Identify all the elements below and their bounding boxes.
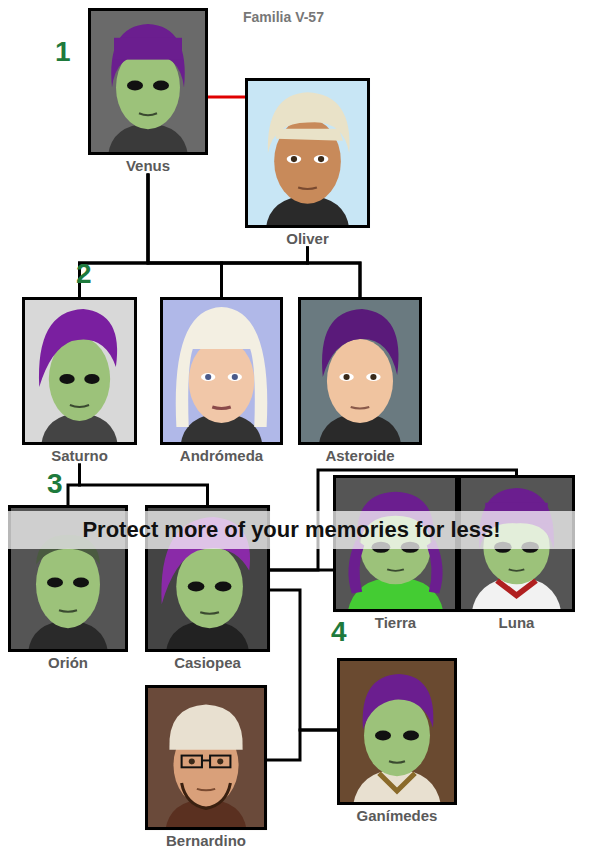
portrait-frame	[145, 685, 267, 830]
member-name: Ganímedes	[337, 807, 457, 825]
portrait	[145, 685, 267, 830]
family-member: Bernardino	[145, 685, 267, 850]
family-connector	[80, 248, 308, 297]
member-name: Asteroide	[298, 447, 422, 465]
member-name: Tierra	[333, 614, 458, 632]
portrait	[337, 658, 457, 805]
member-name: Casiopea	[145, 654, 270, 672]
watermark-banner: Protect more of your memories for less!	[8, 511, 575, 549]
member-name: Andrómeda	[160, 447, 283, 465]
family-connector	[68, 465, 80, 505]
watermark-text: Protect more of your memories for less!	[82, 517, 500, 543]
member-name: Venus	[88, 157, 208, 175]
family-member: Oliver	[245, 78, 370, 248]
member-name: Luna	[458, 614, 575, 632]
connector-line	[148, 175, 222, 297]
family-member: Luna	[458, 475, 575, 632]
portrait-frame	[88, 8, 208, 155]
family-member: Saturno	[22, 297, 137, 465]
portrait	[245, 78, 370, 228]
portrait	[298, 297, 422, 445]
connector-line	[308, 248, 361, 297]
member-name: Oliver	[245, 230, 370, 248]
family-member: Asteroide	[298, 297, 422, 465]
family-member: Ganímedes	[337, 658, 457, 825]
connector-line	[267, 730, 337, 760]
connector-line	[270, 590, 337, 730]
portrait-frame	[22, 297, 137, 445]
member-name: Saturno	[22, 447, 137, 465]
diagram-title: Familia V-57	[243, 8, 324, 26]
member-name: Bernardino	[145, 832, 267, 850]
generation-number: 3	[47, 468, 63, 500]
connector-line	[222, 248, 308, 297]
family-connector	[308, 248, 361, 297]
family-connector	[270, 590, 337, 730]
portrait-frame	[245, 78, 370, 228]
portrait	[160, 297, 283, 445]
connector-line	[208, 96, 245, 99]
connector-line	[80, 465, 208, 505]
portrait	[88, 8, 208, 155]
generation-number: 2	[76, 258, 92, 290]
family-connector	[80, 465, 208, 505]
portrait-frame	[337, 658, 457, 805]
family-member: Tierra	[333, 475, 458, 632]
portrait	[22, 297, 137, 445]
family-connector	[208, 97, 245, 98]
family-connector	[148, 175, 222, 297]
connector-line	[68, 465, 80, 505]
generation-number: 4	[331, 616, 347, 648]
generation-number: 1	[55, 36, 71, 68]
portrait-frame	[160, 297, 283, 445]
family-connector	[222, 248, 308, 297]
member-name: Orión	[8, 654, 128, 672]
portrait-frame	[298, 297, 422, 445]
family-member: Andrómeda	[160, 297, 283, 465]
connector-line	[80, 248, 308, 297]
family-connector	[267, 730, 337, 760]
family-member: Venus	[88, 8, 208, 175]
